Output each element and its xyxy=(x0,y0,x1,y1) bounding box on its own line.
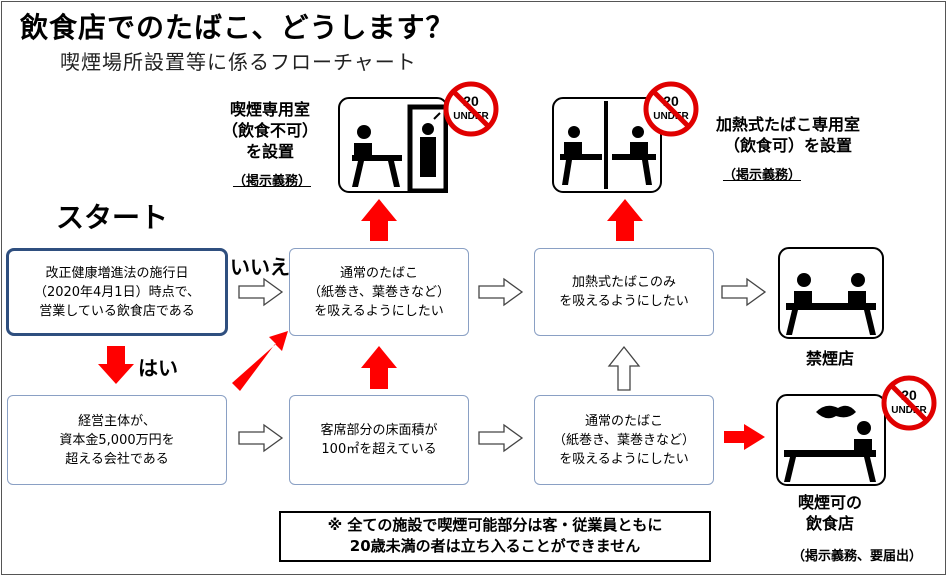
person-icon xyxy=(568,126,580,138)
hollow-arrow-start-to-normal xyxy=(238,277,284,307)
badge-word: UNDER xyxy=(891,405,927,416)
heated-room-pictogram xyxy=(552,97,662,193)
under20-badge-smoking-room: 20 UNDER xyxy=(443,81,499,137)
table-icon xyxy=(786,303,876,310)
table-icon xyxy=(560,154,602,160)
node-floor-area: 客席部分の床面積が 100㎡を超えている xyxy=(289,395,469,485)
node-normal-top: 通常のたばこ （紙巻き、葉巻きなど） を吸えるようにしたい xyxy=(289,248,469,336)
badge-word: UNDER xyxy=(653,111,689,122)
no-label: いいえ xyxy=(230,255,290,279)
outcome-smoking-allowed-note: （掲示義務、要届出） xyxy=(791,549,922,564)
node-heated-only: 加熱式たばこのみ を吸えるようにしたい xyxy=(534,248,714,336)
smoking-allowed-pictogram xyxy=(776,394,886,486)
hollow-arrow-normal-to-heated xyxy=(478,277,524,307)
hollow-arrow-heated-to-nonsmoking xyxy=(721,277,767,307)
table-icon xyxy=(352,155,402,161)
red-arrow-floor-up xyxy=(361,346,397,389)
node-start: 改正健康増進法の施行日 （2020年4月1日）時点で、 営業している飲食店である xyxy=(6,248,228,336)
outcome-heated-room-note: （掲示義務） xyxy=(722,168,801,183)
yes-label: はい xyxy=(138,356,178,380)
person-icon xyxy=(857,421,871,435)
badge-word: UNDER xyxy=(453,111,489,122)
red-arrow-normal-up xyxy=(361,199,397,241)
outcome-smoking-room-label: 喫煙専用室 （飲食不可） を設置 xyxy=(221,100,318,161)
outcome-smoking-allowed-label: 喫煙可の 飲食店 xyxy=(797,493,862,533)
red-arrow-to-smoking-allowed xyxy=(724,424,765,450)
node-normal-bottom: 通常のたばこ （紙巻き、葉巻きなど） を吸えるようにしたい xyxy=(534,395,714,485)
start-label: スタート xyxy=(56,201,169,234)
hollow-arrow-floor-to-normal-bottom xyxy=(478,423,524,453)
red-arrow-heated-up xyxy=(607,199,643,241)
page-title: 飲食店でのたばこ、どうします？ xyxy=(20,11,455,44)
under20-badge-smoking-allowed: 20 UNDER xyxy=(881,375,937,431)
person-icon xyxy=(797,273,811,287)
smoke-icon xyxy=(816,405,856,419)
outcome-smoking-room-note: （掲示義務） xyxy=(232,174,311,189)
nonsmoking-pictogram xyxy=(778,247,884,339)
person-icon xyxy=(357,125,371,139)
notice-box: ※ 全ての施設で喫煙可能部分は客・従業員ともに 20歳未満の者は立ち入ることがで… xyxy=(279,511,711,562)
red-arrow-diagonal xyxy=(232,331,288,391)
hollow-arrow-normal-bottom-up xyxy=(607,345,641,391)
outcome-heated-room-label: 加熱式たばこ専用室 （飲食可）を設置 xyxy=(715,115,860,155)
node-capital: 経営主体が、 資本金5,000万円を 超える会社である xyxy=(7,395,227,485)
booth-icon xyxy=(407,104,448,193)
outcome-nonsmoking-label: 禁煙店 xyxy=(805,349,854,368)
page-subtitle: 喫煙場所設置等に係るフローチャート xyxy=(60,50,417,74)
smoking-room-pictogram xyxy=(338,97,448,193)
table-icon xyxy=(784,450,876,457)
hollow-arrow-capital-to-floor xyxy=(238,423,284,453)
red-arrow-start-down xyxy=(98,346,134,384)
under20-badge-heated-room: 20 UNDER xyxy=(643,81,699,137)
partition-icon xyxy=(604,101,608,189)
